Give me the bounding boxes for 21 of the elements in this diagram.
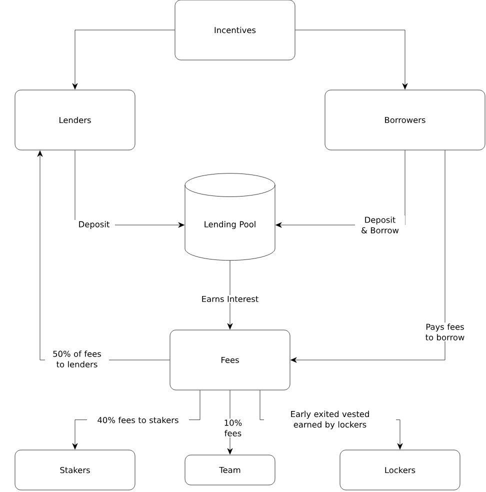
arrow xyxy=(227,260,233,330)
process-box: Lenders xyxy=(14,90,136,150)
arrow xyxy=(227,390,233,454)
edge-label: Deposit & Borrow xyxy=(355,216,405,234)
process-box: Fees xyxy=(170,330,290,390)
edge-label: Early exited vested earned by lockers xyxy=(264,410,396,430)
edge-label: 10% fees xyxy=(221,418,245,438)
arrow xyxy=(72,30,175,90)
arrow xyxy=(295,30,408,90)
cylinder: Lending Pool xyxy=(184,173,276,261)
process-box: Stakers xyxy=(14,450,136,490)
process-box: Team xyxy=(184,454,276,486)
edge-label: Deposit xyxy=(73,220,115,230)
arrow xyxy=(290,150,446,363)
process-box: Incentives xyxy=(174,0,296,60)
edge-label: Earns Interest xyxy=(196,294,264,304)
edge-label: Pays fees to borrow xyxy=(416,322,474,342)
process-box: Borrowers xyxy=(324,90,486,150)
process-box: Lockers xyxy=(340,450,460,490)
edge-label: 40% fees to stakers xyxy=(87,416,189,424)
edge-label: 50% of fees to lenders xyxy=(45,350,109,368)
